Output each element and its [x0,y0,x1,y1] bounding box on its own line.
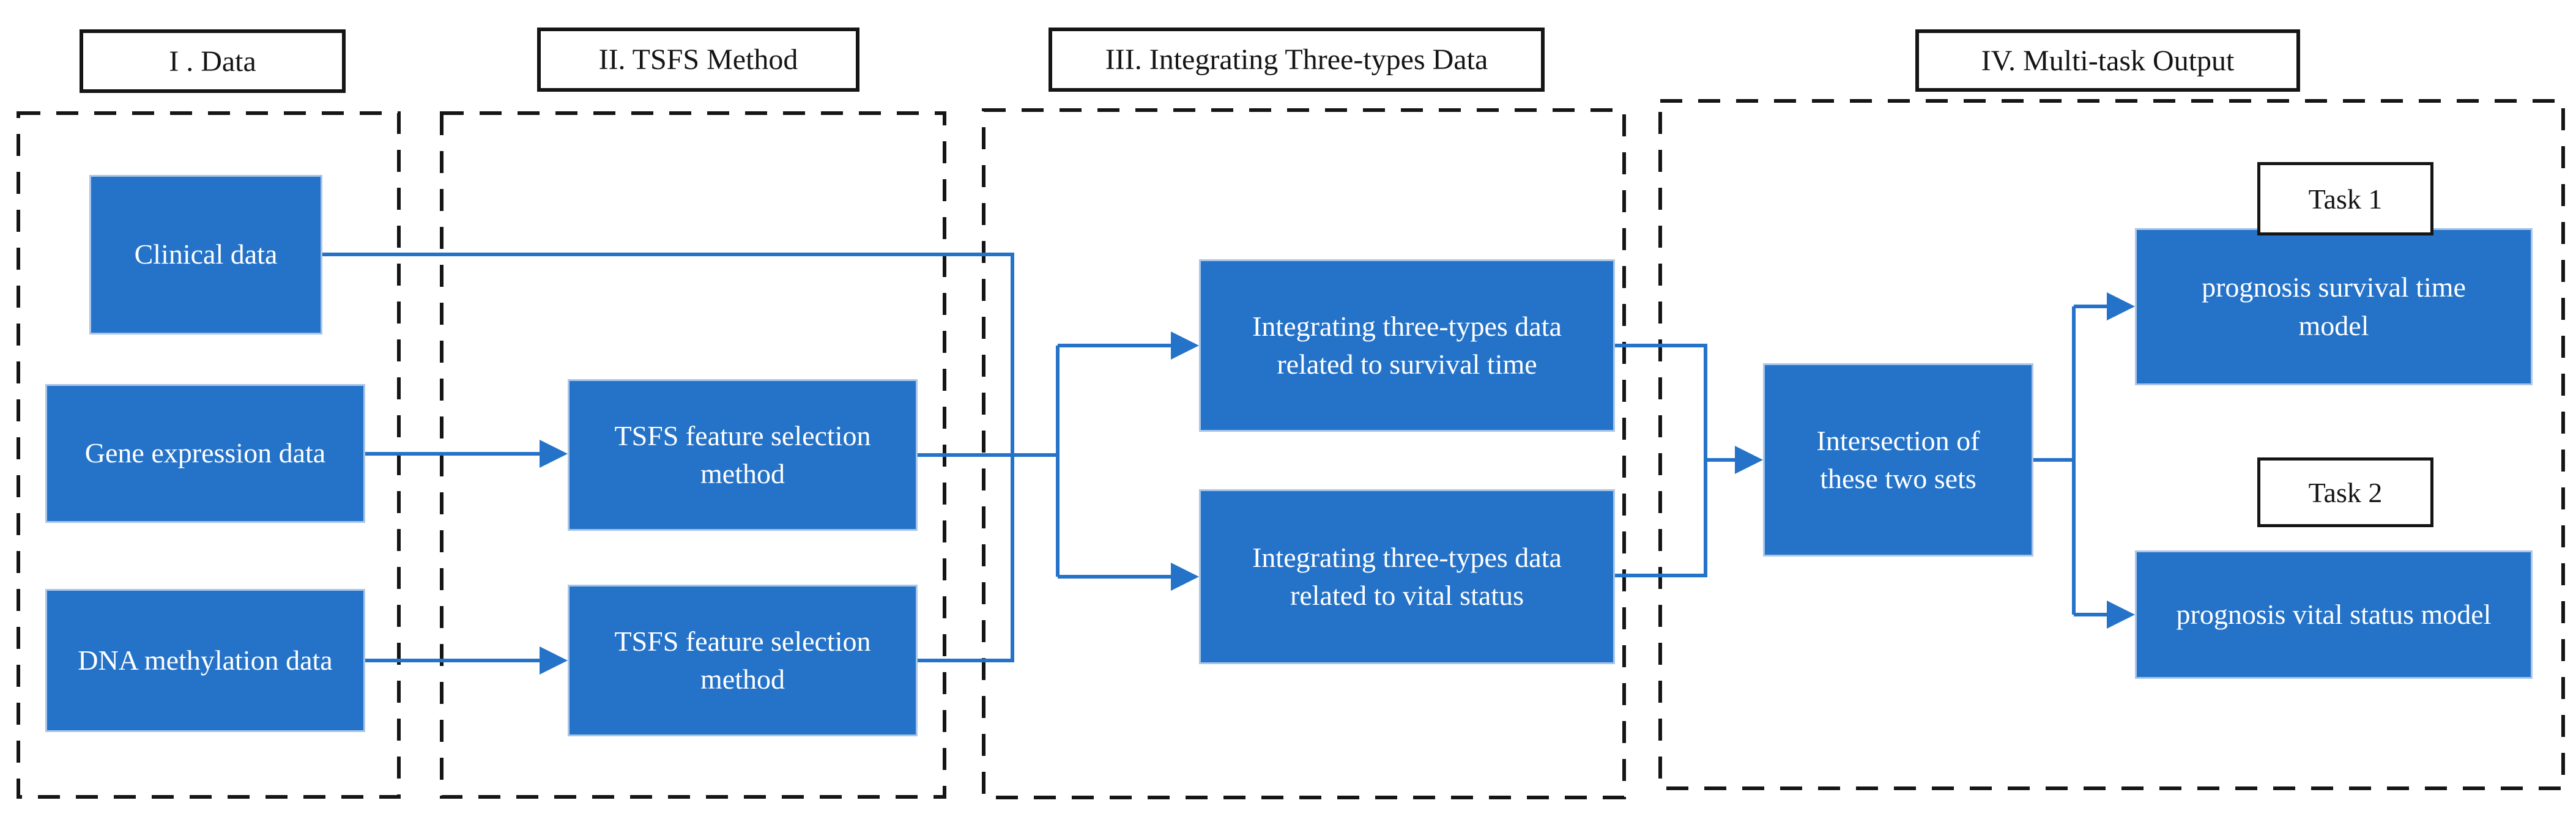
node-clinical-data: Clinical data [89,175,322,335]
arrowhead-into-tsfs2-icon [540,646,568,675]
task1-label-box: Task 1 [2257,162,2433,235]
node-gene-expression-data: Gene expression data [45,384,365,523]
node-integrating-survival-time: Integrating three-types data related to … [1199,259,1615,432]
node-dna-methylation-data: DNA methylation data [45,589,365,732]
connector-clinical-and-tsfs2-merge [322,253,1014,662]
section-header-multi-task: IV. Multi-task Output [1915,29,2300,92]
arrowhead-into-model-vital-icon [2107,601,2135,629]
section-header-integrating: III. Integrating Three-types Data [1049,28,1545,92]
section-box-integrating [982,108,1626,799]
node-integrating-vital-status: Integrating three-types data related to … [1199,489,1615,664]
node-intersection: Intersection of these two sets [1763,363,2033,557]
arrowhead-into-tsfs1-icon [540,440,568,468]
section-header-tsfs-method: II. TSFS Method [537,28,859,92]
arrowhead-into-model-survival-icon [2107,292,2135,320]
task2-label-box: Task 2 [2257,457,2433,527]
node-tsfs-feature-selection-bottom: TSFS feature selection method [568,585,918,736]
node-prognosis-survival-time-model: prognosis survival time model [2135,228,2533,385]
arrowhead-into-intersection-icon [1735,446,1763,474]
arrowhead-into-integrate-vital-icon [1171,563,1199,591]
arrowhead-into-integrate-survival-icon [1171,331,1199,360]
node-tsfs-feature-selection-top: TSFS feature selection method [568,379,918,531]
section-header-data: I . Data [80,29,346,93]
node-prognosis-vital-status-model: prognosis vital status model [2135,550,2533,679]
